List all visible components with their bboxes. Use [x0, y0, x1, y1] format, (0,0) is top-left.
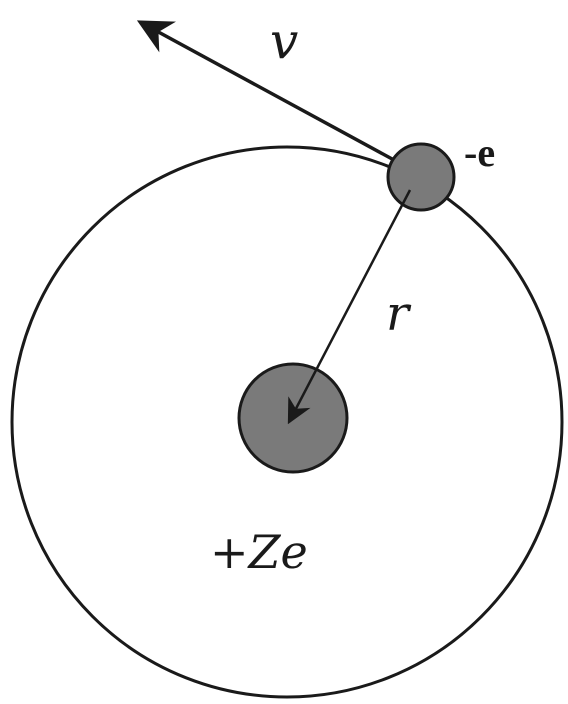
radius-arrow	[287, 189, 412, 425]
nucleus-charge-label: +Ze	[210, 525, 308, 579]
velocity-label: v	[270, 12, 298, 70]
electron-charge-label: -e	[464, 130, 495, 175]
radius-label: r	[386, 286, 412, 342]
electron	[386, 142, 456, 212]
orbit-circle	[10, 145, 564, 699]
velocity-arrow	[136, 20, 395, 162]
nucleus	[237, 362, 349, 474]
